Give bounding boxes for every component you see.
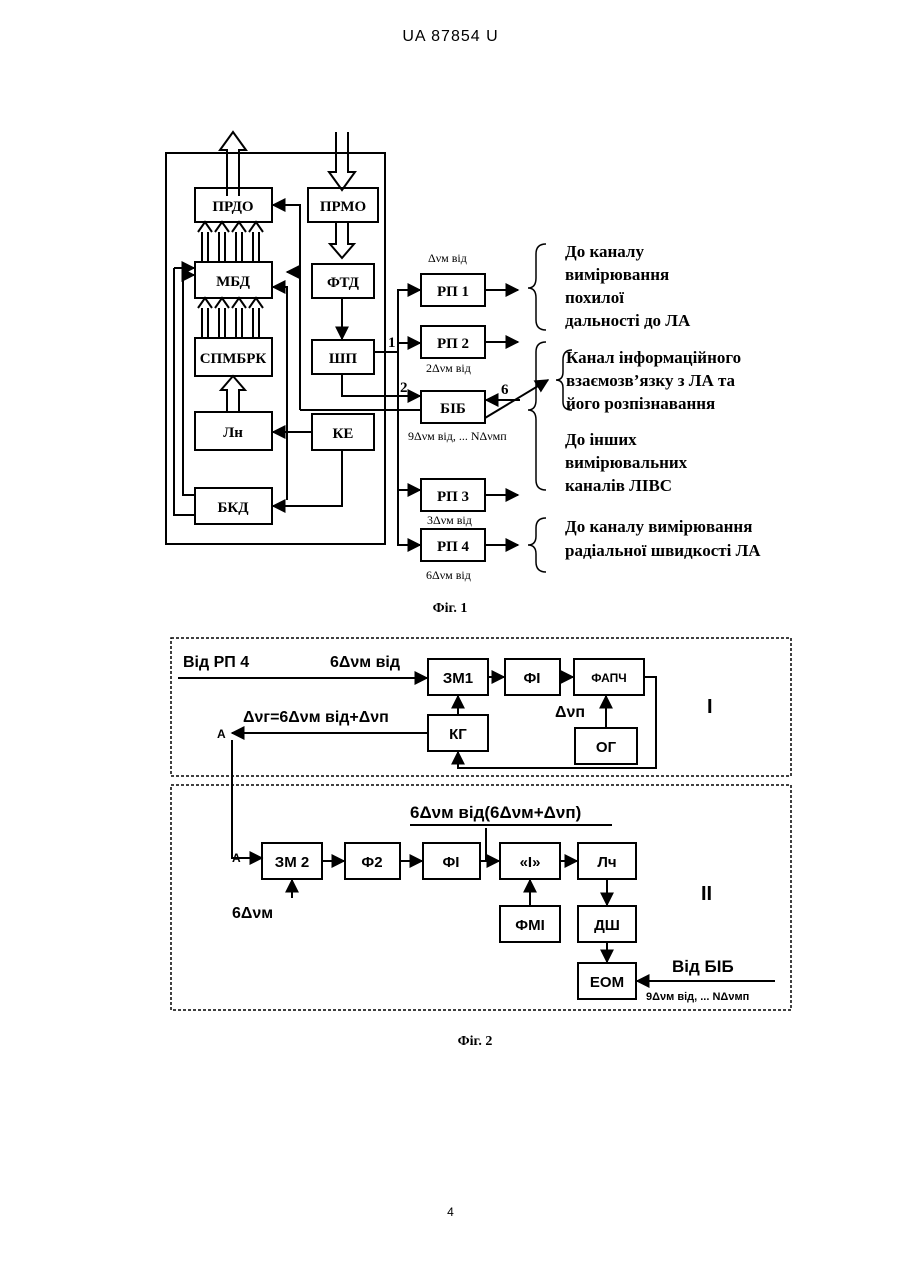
note-range-3: похилої (565, 288, 624, 307)
fig2-caption: Фіг. 2 (458, 1034, 493, 1049)
fig1-caption: Фіг. 1 (433, 601, 468, 616)
link-num-1: 1 (388, 335, 396, 351)
block-rp4-label: РП 4 (437, 539, 470, 555)
prmo-input-arrow (329, 132, 355, 190)
rp2-freq-label: 2Δνм від (426, 361, 471, 375)
block-fmi-label: ФМІ (515, 917, 544, 934)
brace-speed (528, 518, 546, 572)
section-1-label: I (707, 696, 713, 718)
note-other-2: вимірювальних (565, 453, 688, 472)
link-a-top: A (217, 727, 226, 741)
note-range-2: вимірювання (565, 265, 669, 284)
in-freq-label: 6Δνм від (330, 654, 400, 671)
note-range-4: дальності до ЛА (565, 311, 691, 330)
block-spmbrk-label: СПМБРК (200, 351, 267, 367)
block-dsh-label: ДШ (594, 917, 620, 934)
note-speed-2: радіальної швидкості ЛА (565, 541, 761, 560)
block-prdo-label: ПРДО (212, 199, 253, 215)
block-fi1-label: ФІ (524, 670, 541, 687)
block-lch-label: Лч (597, 854, 616, 871)
brace-other (528, 342, 546, 490)
note-info-3: його розпізнавання (566, 394, 715, 413)
bib-freq2-label: 9Δνм від, ... NΔνмп (646, 991, 749, 1003)
from-bib-label: Від БІБ (672, 957, 734, 976)
ln-spmbrk-arrow (221, 376, 245, 412)
kg-formula-label: Δνг=6Δνм від+Δνп (243, 709, 389, 726)
page-number: 4 (0, 1205, 901, 1219)
from-rp4-label: Від РП 4 (183, 654, 249, 671)
note-other-3: каналів ЛІВС (565, 476, 672, 495)
zm2-in-label: 6Δνм (232, 905, 273, 922)
block-bib-label: БІБ (440, 401, 466, 417)
note-speed-1: До каналу вимірювання (565, 517, 752, 536)
note-other-1: До інших (565, 430, 637, 449)
fapch-freq-label: Δνп (555, 704, 585, 721)
rp4-freq-label: 6Δνм від (426, 568, 471, 582)
note-info-2: взаємозв’язку з ЛА та (566, 371, 736, 390)
rp3-freq-label: 3Δνм від (427, 513, 472, 527)
block-kg-label: КГ (449, 726, 467, 743)
link-num-2: 2 (400, 380, 408, 396)
block-rp1-label: РП 1 (437, 284, 469, 300)
note-info-1: Канал інформаційного (566, 348, 741, 367)
block-fi2-label: ФІ (443, 854, 460, 871)
prdo-output-arrow (220, 132, 246, 196)
link-a-bottom: A (232, 851, 241, 865)
block-fapch-label: ФАПЧ (591, 671, 627, 685)
mbd-prdo-bus (198, 222, 263, 262)
block-i-label: «І» (520, 854, 541, 871)
block-rp2-label: РП 2 (437, 336, 469, 352)
prmo-ftd-arrow (330, 222, 354, 258)
block-f2-label: Ф2 (361, 854, 382, 871)
block-zm2-label: ЗМ 2 (275, 854, 309, 871)
block-ftd-label: ФТД (327, 275, 360, 291)
block-eom-label: ЕОМ (590, 974, 624, 991)
block-shp-label: ШП (329, 351, 357, 367)
spmbrk-mbd-bus (198, 298, 263, 338)
block-zm1-label: ЗМ1 (443, 670, 473, 687)
section-2-label: II (701, 883, 712, 905)
rp1-freq-label: Δνм від (428, 251, 467, 265)
block-og-label: ОГ (596, 739, 617, 756)
block-rp3-label: РП 3 (437, 489, 469, 505)
block-bkd-label: БКД (217, 500, 249, 516)
link-num-6: 6 (501, 382, 509, 398)
block-ln-label: Лн (223, 425, 243, 441)
block-ke-label: КЕ (333, 426, 354, 442)
note-range-1: До каналу (565, 242, 644, 261)
block-mbd-label: МБД (216, 274, 251, 290)
bib-freq-label: 9Δνм від, ... NΔνмп (408, 429, 507, 443)
block-prmo-label: ПРМО (320, 199, 366, 215)
brace-range (528, 244, 546, 330)
top-formula-label: 6Δνм від(6Δνм+Δνп) (410, 803, 581, 822)
